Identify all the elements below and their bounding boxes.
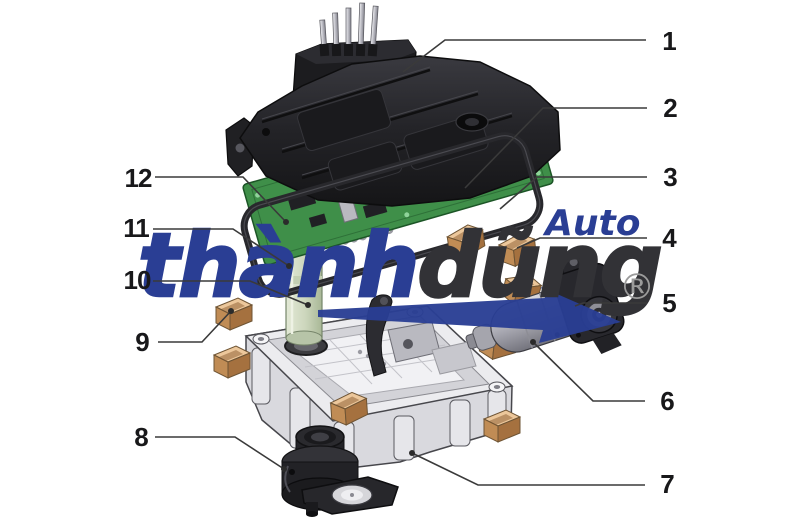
- callout-label-9: 9: [135, 327, 150, 357]
- watermark-brand-text: thànhdũng: [137, 220, 664, 311]
- leader-line-11: [153, 228, 290, 267]
- watermark-tagline: Auto: [545, 203, 641, 244]
- leader-line-10: [153, 280, 309, 306]
- callout-label-1: 1: [662, 26, 677, 56]
- registered-trademark-symbol: ®: [619, 267, 655, 308]
- leader-line-8: [155, 436, 285, 470]
- leader-line-1: [402, 39, 646, 73]
- gasket-art: [240, 132, 544, 298]
- callout-label-2: 2: [663, 93, 678, 123]
- leader-line-3: [499, 176, 647, 210]
- watermark-brand-first: thành: [137, 214, 421, 317]
- leader-line-9: [158, 310, 232, 343]
- leader-dot-9: [228, 308, 234, 314]
- leader-dot-6: [530, 339, 536, 345]
- leader-dot-7: [409, 450, 415, 456]
- callout-label-6: 6: [660, 386, 675, 416]
- leader-line-7: [411, 452, 645, 486]
- callout-label-11: 11: [123, 213, 149, 243]
- callout-label-5: 5: [662, 288, 677, 318]
- callout-label-8: 8: [134, 422, 149, 452]
- leader-dot-12: [283, 219, 289, 225]
- rubber-mount-art: [281, 425, 399, 517]
- leader-dot-11: [286, 263, 292, 269]
- leader-line-12: [155, 176, 287, 223]
- leader-line-5: [574, 302, 647, 307]
- callout-label-3: 3: [663, 162, 678, 192]
- leader-line-2: [464, 107, 647, 189]
- leader-dot-8: [281, 466, 287, 472]
- callout-label-10: 10: [123, 265, 152, 295]
- callout-label-7: 7: [660, 469, 675, 499]
- leader-line-4: [516, 237, 647, 249]
- connector-pins: [319, 2, 379, 57]
- ecu-module-art: [225, 2, 561, 207]
- watermark-brand-second: dũng: [416, 214, 664, 317]
- callout-label-4: 4: [662, 223, 677, 253]
- leader-line-6: [532, 341, 645, 402]
- leader-dot-10: [305, 302, 311, 308]
- callout-label-12: 12: [124, 163, 153, 193]
